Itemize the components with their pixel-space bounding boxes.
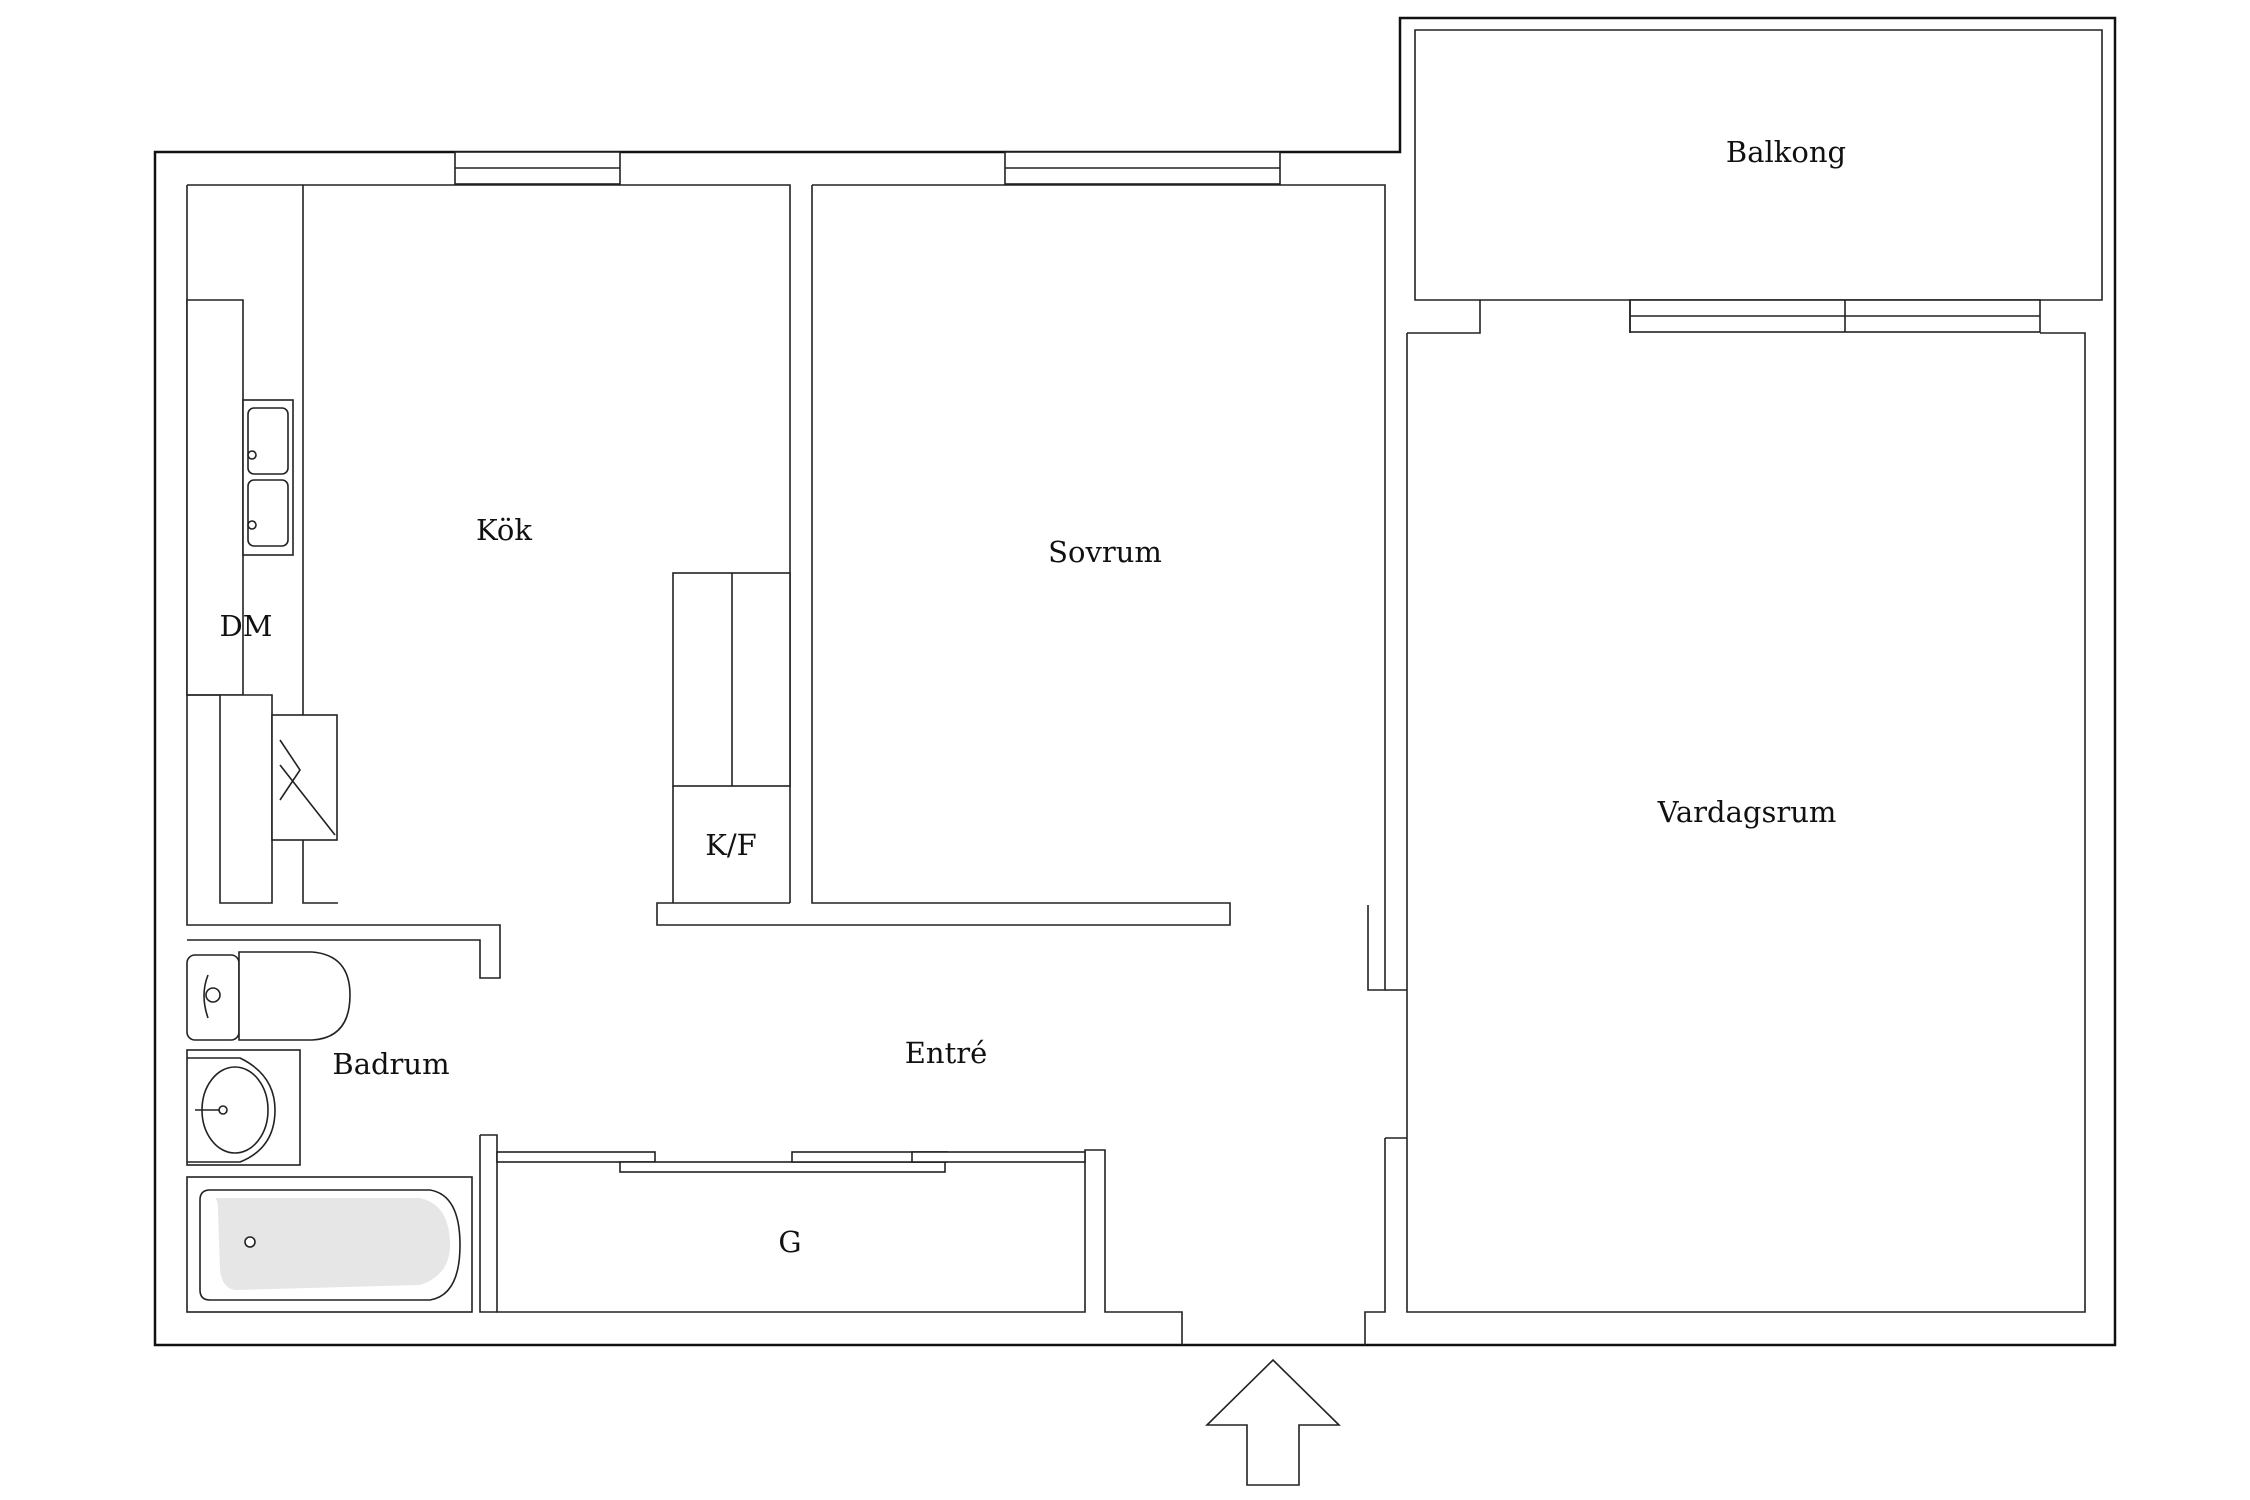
room-label-g: G: [778, 1225, 801, 1259]
room-label-entre: Entré: [905, 1036, 988, 1070]
kitchen-fixtures: [186, 299, 791, 904]
windows: [454, 151, 2041, 333]
room-label-dm: DM: [220, 609, 273, 643]
stove-icon: [271, 714, 338, 841]
room-label-sovrum: Sovrum: [1048, 535, 1162, 569]
bathroom-fixtures: [186, 951, 473, 1313]
room-label-kok: Kök: [476, 513, 532, 547]
toilet-icon: [186, 951, 351, 1041]
bathtub-icon: [186, 1176, 473, 1313]
room-label-badrum: Badrum: [332, 1047, 449, 1081]
outer-walls: [153, 16, 2117, 1347]
sink-icon: [242, 399, 294, 556]
room-label-balkong: Balkong: [1726, 135, 1846, 169]
washbasin-icon: [186, 1049, 301, 1166]
room-label-vardagsrum: Vardagsrum: [1657, 795, 1837, 829]
interior-walls: [186, 184, 2086, 1345]
entrance-arrow-icon: [1205, 1358, 1341, 1486]
room-label-kf: K/F: [705, 828, 757, 862]
